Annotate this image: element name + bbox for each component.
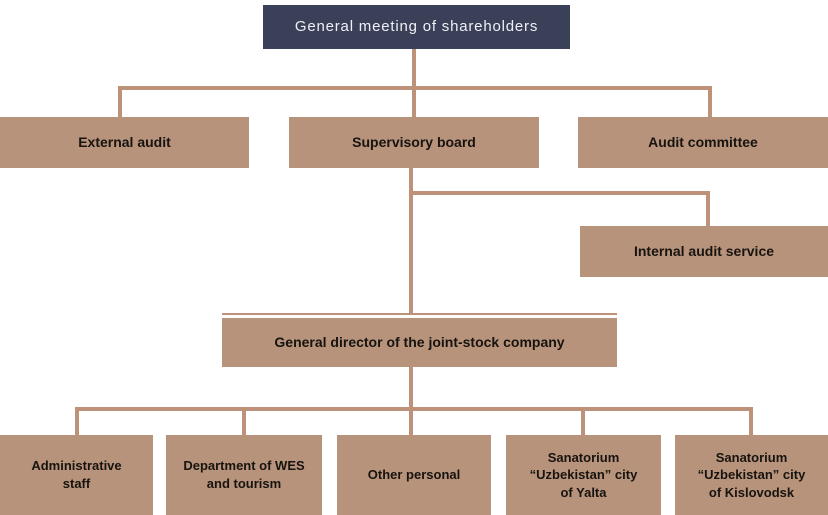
- node-label: Sanatorium “Uzbekistan” city of Yalta: [529, 449, 638, 500]
- connector-external-audit-drop-line: [118, 86, 122, 117]
- node-label: Other personal: [367, 467, 461, 483]
- node-label: Audit committee: [648, 134, 758, 151]
- connector-audit-committee-drop-line: [708, 86, 712, 117]
- node-label: Sanatorium “Uzbekistan” city of Kislovod…: [697, 449, 806, 500]
- connector-yalta-drop-line: [581, 407, 585, 435]
- node-internal-audit-service: Internal audit service: [580, 226, 828, 277]
- node-department-of-wes-and-tourism: Department of WES and tourism: [166, 435, 322, 515]
- node-label: Department of WES and tourism: [183, 458, 305, 491]
- connector-supervisory-down-line: [409, 168, 413, 313]
- connector-shareholders-down-line: [412, 49, 416, 117]
- connector-wes-drop-line: [242, 407, 246, 435]
- connector-admin-staff-drop-line: [75, 407, 79, 435]
- node-label: Administrative staff: [31, 458, 122, 491]
- connector-internal-audit-horizontal-line: [409, 191, 710, 195]
- node-label: General director of the joint-stock comp…: [274, 334, 565, 351]
- connector-kislovodsk-drop-line: [749, 407, 753, 435]
- node-audit-committee: Audit committee: [578, 117, 828, 168]
- node-label: Supervisory board: [352, 134, 476, 151]
- node-label: General meeting of shareholders: [294, 17, 539, 35]
- connector-other-personal-drop-line: [409, 407, 413, 435]
- node-general-director: General director of the joint-stock comp…: [222, 318, 617, 367]
- node-label: Internal audit service: [633, 243, 775, 260]
- connector-bottom-horizontal-line: [75, 407, 753, 411]
- node-sanatorium-uzbekistan-kislovodsk: Sanatorium “Uzbekistan” city of Kislovod…: [675, 435, 828, 515]
- node-administrative-staff: Administrative staff: [0, 435, 153, 515]
- connector-row1-horizontal-line: [118, 86, 712, 90]
- connector-director-down-line: [409, 367, 413, 407]
- connector-internal-audit-drop-line: [706, 191, 710, 226]
- node-other-personal: Other personal: [337, 435, 491, 515]
- director-top-rule-line: [222, 313, 617, 315]
- node-external-audit: External audit: [0, 117, 249, 168]
- node-supervisory-board: Supervisory board: [289, 117, 539, 168]
- node-general-meeting-of-shareholders: General meeting of shareholders: [263, 5, 570, 49]
- node-sanatorium-uzbekistan-yalta: Sanatorium “Uzbekistan” city of Yalta: [506, 435, 661, 515]
- node-label: External audit: [78, 134, 171, 151]
